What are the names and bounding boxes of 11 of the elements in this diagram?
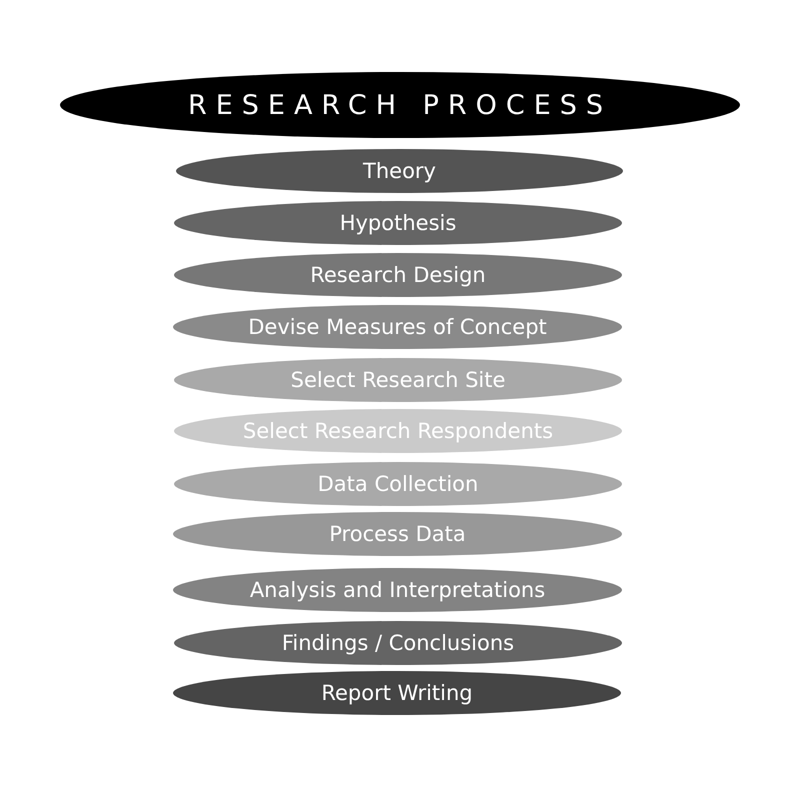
step-label: Hypothesis <box>340 211 456 235</box>
step-label: Analysis and Interpretations <box>250 578 546 602</box>
step-label: Devise Measures of Concept <box>248 315 547 339</box>
step-label: Report Writing <box>321 681 473 705</box>
title-text: RESEARCH PROCESS <box>188 90 612 120</box>
step-label: Data Collection <box>318 472 478 496</box>
step-label: Theory <box>363 159 436 183</box>
step-label: Process Data <box>329 522 466 546</box>
step-label: Research Design <box>310 263 486 287</box>
step-label: Select Research Site <box>290 368 506 392</box>
step-label: Findings / Conclusions <box>282 631 514 655</box>
